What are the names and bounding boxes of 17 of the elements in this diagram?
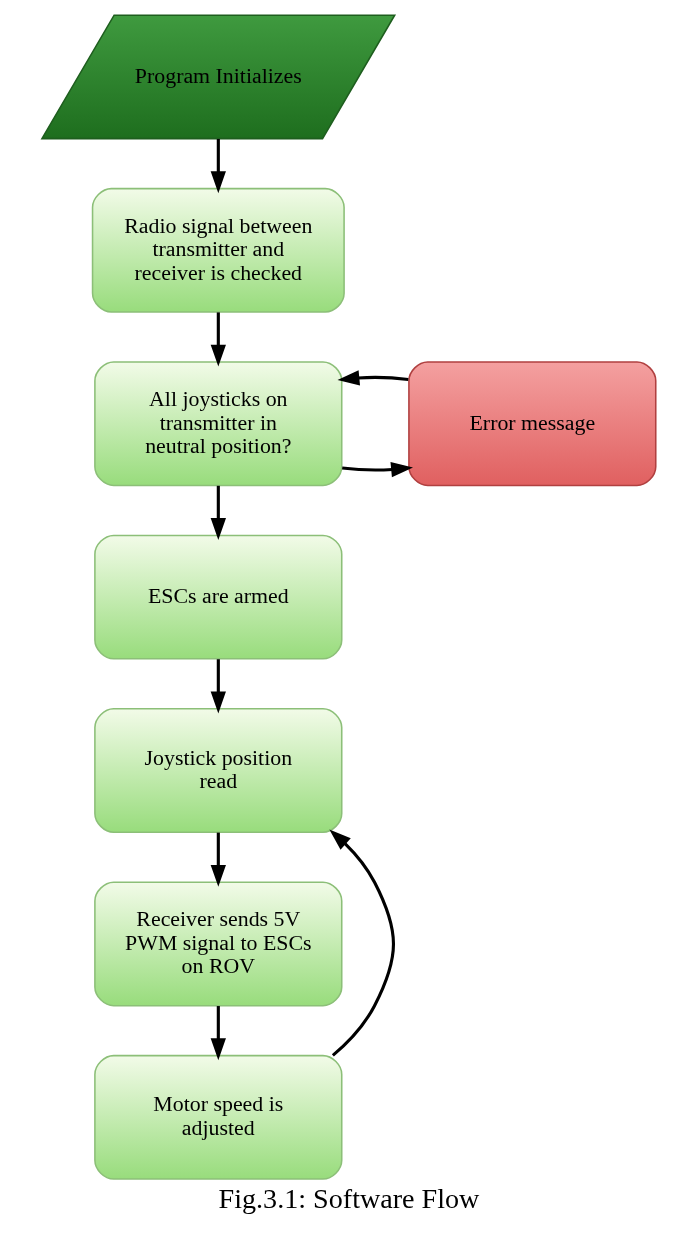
arrow bbox=[342, 461, 413, 478]
arrow bbox=[210, 139, 226, 194]
arrow bbox=[210, 832, 226, 887]
caption: Fig.3.1: Software Flow bbox=[218, 1182, 480, 1214]
node-box: Motor speed is adjusted bbox=[94, 1054, 343, 1180]
node-box: Receiver sends 5V PWM signal to ESCs on ROV bbox=[94, 881, 343, 1007]
node-box: Error message bbox=[408, 361, 657, 487]
arrow bbox=[210, 659, 226, 714]
node-box: All joysticks on transmitter in neutral position? bbox=[94, 361, 343, 487]
node-box: ESCs are armed bbox=[94, 534, 343, 660]
arrow bbox=[337, 370, 409, 386]
arrow bbox=[210, 485, 226, 540]
arrow bbox=[329, 829, 395, 1057]
node-box: Joystick position read bbox=[94, 708, 343, 834]
node-box: Radio signal between transmitter and receiver is checked bbox=[91, 187, 345, 313]
arrow bbox=[210, 312, 226, 367]
arrow bbox=[210, 1006, 226, 1061]
